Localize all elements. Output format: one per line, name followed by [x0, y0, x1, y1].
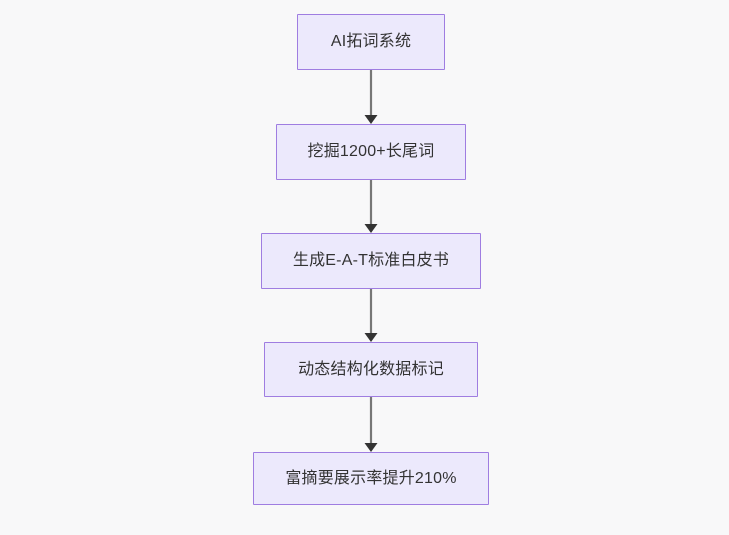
flow-node-n1[interactable]: AI拓词系统 — [297, 14, 445, 70]
flow-node-n2[interactable]: 挖掘1200+长尾词 — [276, 124, 466, 180]
flow-node-label: 生成E-A-T标准白皮书 — [292, 252, 450, 269]
flow-node-label: 挖掘1200+长尾词 — [307, 143, 435, 160]
flow-edge-n2-to-n3 — [364, 180, 378, 233]
flow-node-label: AI拓词系统 — [330, 33, 412, 50]
flow-node-label: 富摘要展示率提升210% — [285, 469, 457, 487]
flow-edge-n3-to-n4 — [364, 289, 378, 342]
edge-arrowhead-icon — [364, 115, 378, 124]
flow-edge-n1-to-n2 — [364, 70, 378, 124]
edge-arrowhead-icon — [364, 333, 378, 342]
edge-arrowhead-icon — [364, 443, 378, 452]
flow-node-label: 动态结构化数据标记 — [298, 360, 444, 378]
flow-node-n3[interactable]: 生成E-A-T标准白皮书 — [261, 233, 481, 289]
flow-node-n5[interactable]: 富摘要展示率提升210% — [253, 452, 489, 505]
edge-arrowhead-icon — [364, 224, 378, 233]
flow-edge-n4-to-n5 — [364, 397, 378, 452]
flow-node-n4[interactable]: 动态结构化数据标记 — [264, 342, 478, 397]
